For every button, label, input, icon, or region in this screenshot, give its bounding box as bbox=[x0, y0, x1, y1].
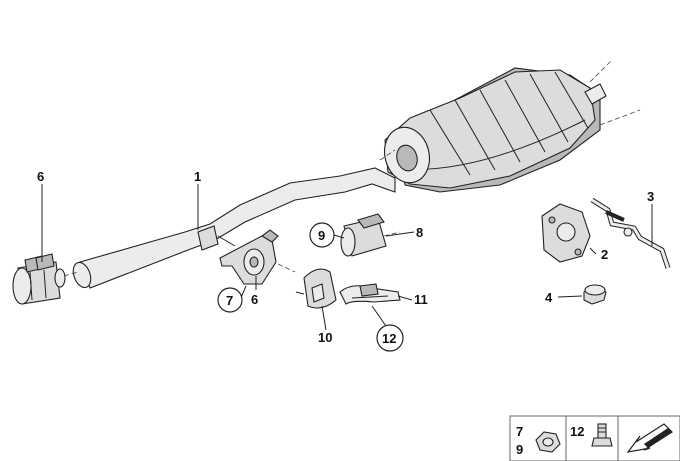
callout-6[interactable]: 6 bbox=[251, 292, 258, 307]
pipe-clamp[interactable] bbox=[12, 253, 79, 305]
callout-7-circle bbox=[217, 287, 243, 313]
legend-9[interactable]: 9 bbox=[516, 442, 523, 457]
callout-12-circle bbox=[376, 324, 404, 352]
leader-lines bbox=[41, 184, 653, 331]
hanger-bracket[interactable] bbox=[219, 229, 296, 285]
callout-7[interactable]: 7 bbox=[226, 293, 233, 308]
legend-7[interactable]: 7 bbox=[516, 424, 523, 439]
callout-3[interactable]: 3 bbox=[647, 189, 654, 204]
callout-9[interactable]: 9 bbox=[318, 228, 325, 243]
hanger-strap[interactable] bbox=[339, 283, 401, 305]
direction-arrow-icon bbox=[626, 423, 673, 453]
callout-1[interactable]: 1 bbox=[194, 169, 201, 184]
bolt[interactable] bbox=[583, 284, 607, 305]
callout-8[interactable]: 8 bbox=[416, 225, 423, 240]
nut-icon bbox=[535, 431, 561, 453]
callout-10[interactable]: 10 bbox=[318, 330, 332, 345]
gasket[interactable] bbox=[541, 203, 591, 263]
exhaust-pipe[interactable] bbox=[70, 149, 396, 290]
rear-muffler[interactable] bbox=[379, 59, 641, 193]
callout-5[interactable]: 6 bbox=[37, 169, 44, 184]
callouts: 6 1 3 2 4 6 7 8 9 10 11 12 bbox=[37, 169, 654, 352]
rubber-mount[interactable] bbox=[295, 268, 337, 309]
callout-12[interactable]: 12 bbox=[382, 331, 396, 346]
callout-4[interactable]: 4 bbox=[545, 290, 553, 305]
legend-strip: 7 9 12 bbox=[509, 415, 680, 461]
callout-9-circle bbox=[309, 222, 335, 248]
callout-2[interactable]: 2 bbox=[601, 247, 608, 262]
isolator-bushing[interactable] bbox=[340, 213, 401, 257]
callout-11[interactable]: 11 bbox=[414, 292, 428, 307]
mounting-bracket[interactable] bbox=[590, 197, 671, 269]
bolt-icon bbox=[591, 423, 613, 447]
legend-12[interactable]: 12 bbox=[570, 424, 584, 439]
